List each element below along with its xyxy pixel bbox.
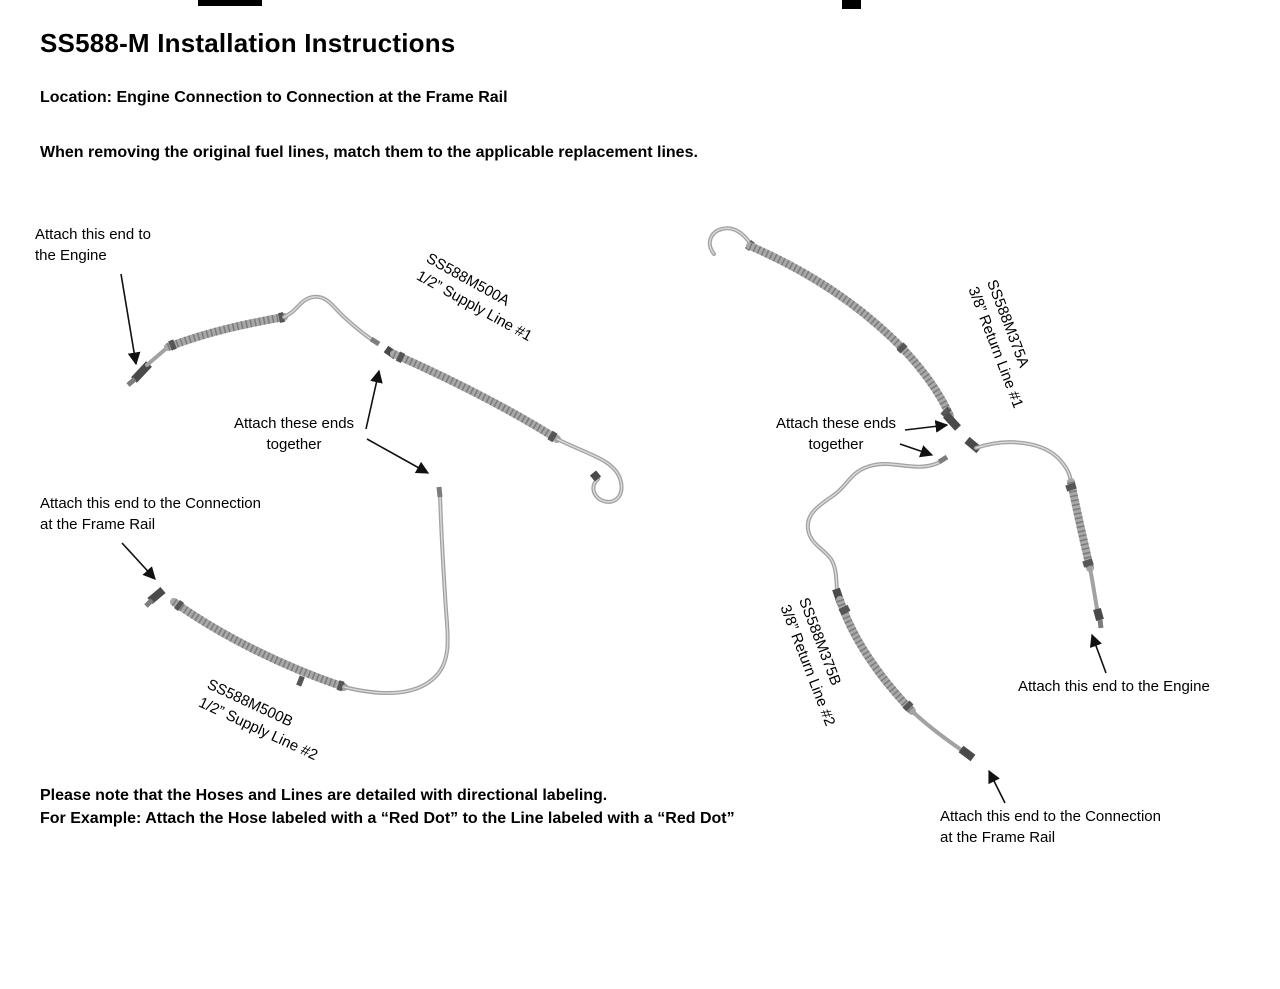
annotation-line: Attach this end to the Connection bbox=[940, 808, 1161, 825]
arrow-ends-left-upper bbox=[365, 369, 383, 430]
scan-artifact-right bbox=[842, 0, 861, 9]
annotation-line: at the Frame Rail bbox=[40, 516, 156, 533]
annotation-line: Attach these ends bbox=[233, 415, 355, 432]
footer-note: Please note that the Hoses and Lines are… bbox=[40, 784, 735, 830]
annotation-ends-together-left: Attach these ends together bbox=[226, 413, 362, 455]
arrow-ends-right-upper bbox=[904, 420, 949, 433]
callout-arrows bbox=[120, 273, 1107, 804]
arrow-ends-left-lower bbox=[366, 438, 430, 474]
intro-line: When removing the original fuel lines, m… bbox=[40, 144, 698, 161]
annotation-line: Attach these ends bbox=[775, 415, 897, 432]
annotation-engine-left: Attach this end to the Engine bbox=[35, 224, 151, 266]
supply-line-2-drawing bbox=[144, 486, 450, 696]
annotation-ends-together-right: Attach these ends together bbox=[768, 413, 904, 455]
annotation-line: at the Frame Rail bbox=[940, 829, 1056, 846]
annotation-line: the Engine bbox=[35, 247, 107, 264]
supply-line-1-drawing bbox=[126, 294, 624, 504]
arrow-frame-right bbox=[988, 769, 1006, 804]
annotation-line: Attach this end to the Connection bbox=[40, 495, 261, 512]
arrow-engine-right bbox=[1089, 633, 1107, 674]
arrow-frame-left bbox=[121, 542, 156, 580]
annotation-line: together bbox=[266, 436, 322, 453]
annotation-line: Attach this end to bbox=[35, 226, 151, 243]
arrow-ends-right-lower bbox=[899, 443, 934, 458]
scan-artifact-left bbox=[198, 0, 262, 6]
page-title: SS588-M Installation Instructions bbox=[40, 28, 456, 58]
return-line-1-drawing bbox=[707, 226, 1104, 629]
location-line: Location: Engine Connection to Connectio… bbox=[40, 89, 508, 106]
footer-note-line-1: Please note that the Hoses and Lines are… bbox=[40, 787, 608, 804]
annotation-frame-rail-left: Attach this end to the Connection at the… bbox=[40, 493, 261, 535]
annotation-line: together bbox=[808, 436, 864, 453]
annotation-frame-rail-right: Attach this end to the Connection at the… bbox=[940, 806, 1161, 848]
footer-note-line-2: For Example: Attach the Hose labeled wit… bbox=[40, 810, 735, 827]
arrow-engine-left bbox=[120, 273, 141, 366]
return-line-2-drawing bbox=[805, 454, 976, 762]
annotation-engine-right: Attach this end to the Engine bbox=[1018, 676, 1210, 697]
annotation-line: Attach this end to the Engine bbox=[1018, 678, 1210, 695]
